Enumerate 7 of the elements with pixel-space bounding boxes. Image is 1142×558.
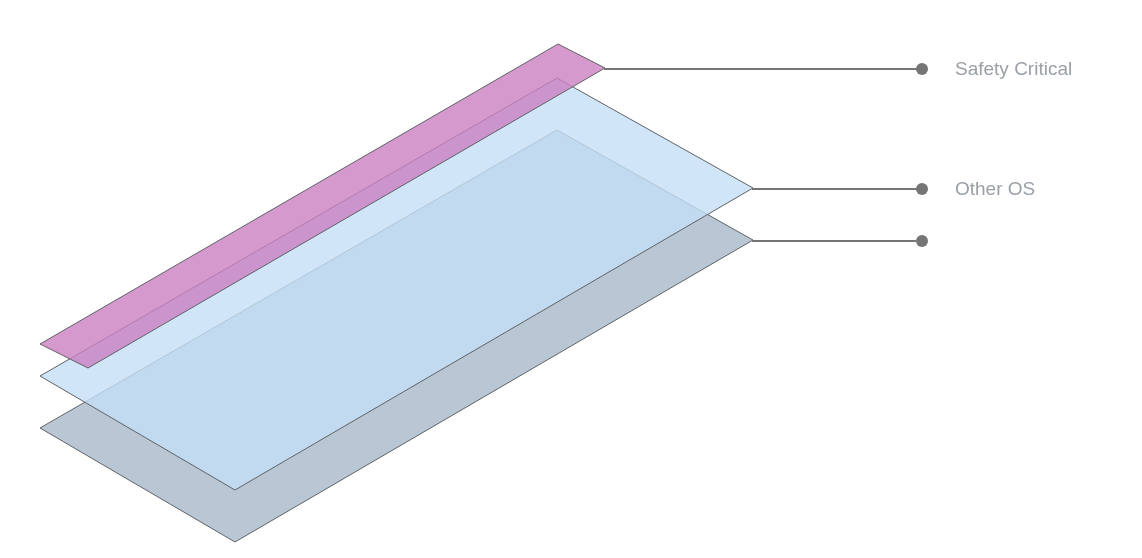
leader-line — [752, 183, 928, 195]
leader-line — [604, 63, 928, 75]
layer-label: Safety Critical — [929, 57, 1073, 81]
leader-dot — [916, 235, 928, 247]
layer-plane — [40, 44, 605, 368]
layer-label: Other OS — [929, 177, 1036, 201]
leader-line — [752, 239, 917, 242]
